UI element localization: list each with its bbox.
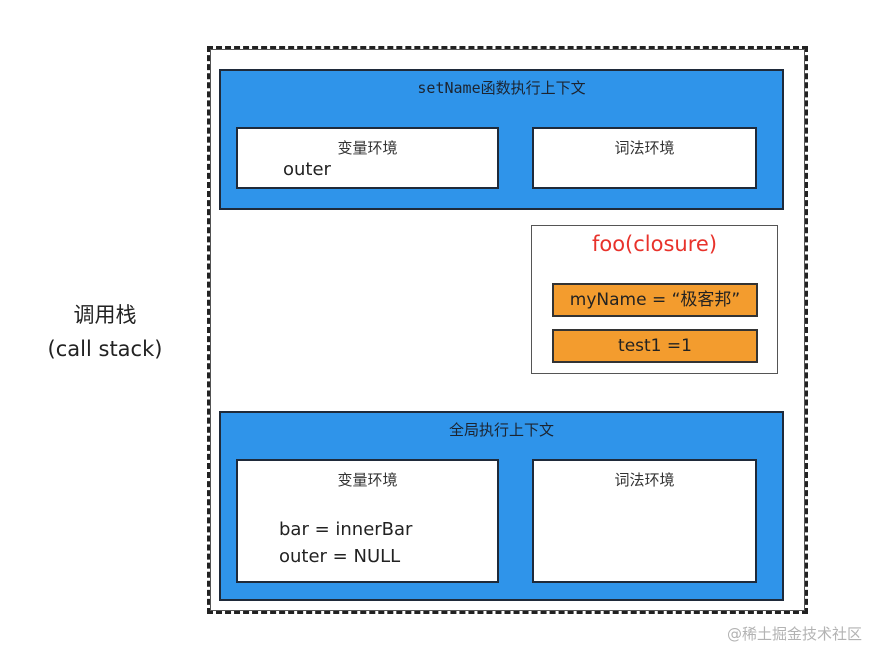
watermark: @稀土掘金技术社区 — [726, 625, 862, 643]
setname-lexical-environment: 词法环境 — [532, 127, 757, 189]
closure-title: foo(closure) — [591, 232, 718, 256]
setname-execution-context: setName函数执行上下文 变量环境 outer 词法环境 — [219, 69, 784, 210]
variable-environment-title: 变量环境 — [337, 471, 398, 489]
call-stack-label-cn: 调用栈 — [73, 303, 137, 327]
lexical-environment-title: 词法环境 — [614, 139, 675, 157]
global-variable-environment: 变量环境 bar = innerBar outer = NULL — [236, 459, 499, 583]
call-stack-label-en: (call stack) — [47, 337, 163, 361]
closure-item-myname: myName = “极客邦” — [552, 283, 758, 317]
global-context-title: 全局执行上下文 — [448, 421, 554, 439]
variable-environment-title: 变量环境 — [337, 139, 398, 157]
global-lexical-environment: 词法环境 — [532, 459, 757, 583]
call-stack-frame — [207, 46, 808, 614]
setname-context-title: setName函数执行上下文 — [417, 79, 586, 97]
variable-entry: bar = innerBar — [279, 519, 413, 540]
setname-variable-environment: 变量环境 outer — [236, 127, 499, 189]
variable-entry: outer — [283, 159, 331, 180]
global-execution-context: 全局执行上下文 变量环境 bar = innerBar outer = NULL… — [219, 411, 784, 601]
foo-closure: foo(closure) myName = “极客邦” test1 =1 — [531, 225, 778, 374]
variable-entry: outer = NULL — [279, 546, 401, 567]
lexical-environment-title: 词法环境 — [614, 471, 675, 489]
closure-item-test1: test1 =1 — [552, 329, 758, 363]
call-stack-label: 调用栈 (call stack) — [30, 298, 180, 366]
